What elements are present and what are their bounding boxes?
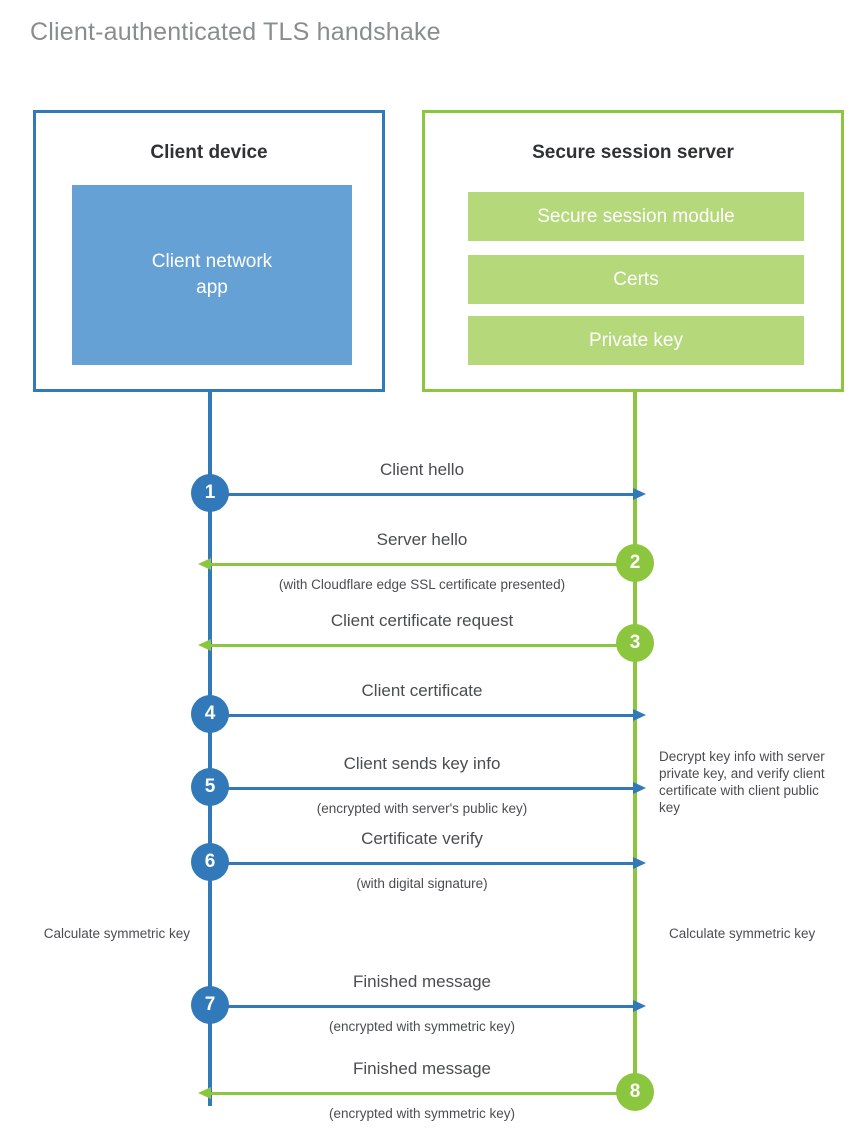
step-circle-6: 6 xyxy=(191,843,229,881)
client-device-box: Client device Client network app xyxy=(33,110,385,392)
message-arrow-8 xyxy=(198,1087,634,1099)
server-component-secure-session-module: Secure session module xyxy=(468,192,804,241)
note-client-calculate-symmetric-key: Calculate symmetric key xyxy=(43,926,190,941)
message-label-7: Finished message xyxy=(353,972,491,991)
message-sub-5: (encrypted with server's public key) xyxy=(316,801,528,816)
arrowhead-right-icon xyxy=(633,709,646,721)
client-network-app-label: Client network app xyxy=(152,249,272,301)
step-circle-7: 7 xyxy=(191,986,229,1024)
step-circle-3: 3 xyxy=(616,624,654,662)
step-circle-5: 5 xyxy=(191,768,229,806)
arrowhead-left-icon xyxy=(198,558,211,570)
page-title: Client-authenticated TLS handshake xyxy=(30,18,441,46)
message-label-1: Client hello xyxy=(379,460,465,479)
arrowhead-right-icon xyxy=(633,488,646,500)
message-arrow-5 xyxy=(210,782,646,794)
arrowhead-right-icon xyxy=(633,782,646,794)
client-lifeline xyxy=(208,392,212,1106)
arrowhead-left-icon xyxy=(198,1087,211,1099)
secure-session-server-title: Secure session server xyxy=(532,142,734,163)
message-arrow-6 xyxy=(210,857,646,869)
step-circle-4: 4 xyxy=(191,695,229,733)
message-arrow-3 xyxy=(198,639,634,651)
server-component-certs: Certs xyxy=(468,255,804,304)
message-label-3: Client certificate request xyxy=(330,611,514,630)
message-arrow-7 xyxy=(210,1000,646,1012)
message-arrow-4 xyxy=(210,709,646,721)
client-network-app-block: Client network app xyxy=(72,185,352,365)
message-label-5: Client sends key info xyxy=(343,754,501,773)
client-network-app-label-line2: app xyxy=(196,277,228,298)
message-sub-8: (encrypted with symmetric key) xyxy=(328,1106,516,1121)
step-circle-1: 1 xyxy=(191,474,229,512)
message-arrow-1 xyxy=(210,488,646,500)
secure-session-server-box: Secure session server Secure session mod… xyxy=(422,110,844,392)
message-sub-2: (with Cloudflare edge SSL certificate pr… xyxy=(278,577,566,592)
message-sub-6: (with digital signature) xyxy=(356,876,488,891)
client-network-app-label-line1: Client network xyxy=(151,251,273,272)
arrowhead-left-icon xyxy=(198,639,211,651)
server-component-private-key: Private key xyxy=(468,316,804,365)
message-label-6: Certificate verify xyxy=(361,829,483,848)
note-server-decrypt: Decrypt key info with server private key… xyxy=(659,749,825,815)
message-arrow-2 xyxy=(198,558,634,570)
note-server-calculate-symmetric-key: Calculate symmetric key xyxy=(669,926,816,941)
client-device-title: Client device xyxy=(150,142,268,163)
message-label-4: Client certificate xyxy=(361,681,483,700)
step-circle-8: 8 xyxy=(616,1073,654,1111)
message-label-8: Finished message xyxy=(353,1059,491,1078)
arrowhead-right-icon xyxy=(633,857,646,869)
arrowhead-right-icon xyxy=(633,1000,646,1012)
message-sub-7: (encrypted with symmetric key) xyxy=(328,1019,516,1034)
server-lifeline xyxy=(633,392,637,1094)
message-label-2: Server hello xyxy=(376,530,468,549)
step-circle-2: 2 xyxy=(616,544,654,582)
